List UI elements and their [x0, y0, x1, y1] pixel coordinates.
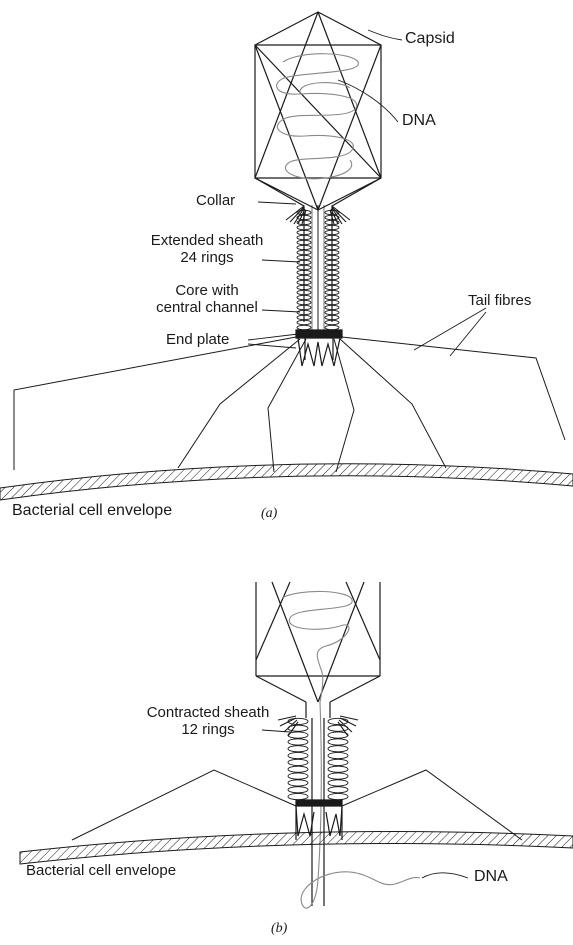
sheath-ring [328, 773, 348, 779]
label-capsid: Capsid [405, 30, 455, 48]
label-dna-b: DNA [474, 868, 508, 886]
sheath-ring [328, 739, 348, 745]
tail-fibres-a [14, 337, 565, 472]
caption-a: (a) [261, 506, 277, 522]
sheath-ring [328, 746, 348, 752]
sheath-ring [288, 787, 308, 793]
label-envelope-b: Bacterial cell envelope [26, 862, 176, 879]
sheath-ring [288, 793, 308, 799]
sheath-ring [288, 766, 308, 772]
label-core-line1: Core with [142, 282, 272, 299]
sheath-ring [328, 725, 348, 731]
label-contracted-sheath-line1: Contracted sheath [140, 704, 276, 721]
sheath-ring [288, 746, 308, 752]
label-extended-sheath-line2: 24 rings [142, 249, 272, 266]
label-contracted-sheath: Contracted sheath 12 rings [140, 704, 276, 738]
sheath-ring [325, 325, 339, 329]
sheath-ring [328, 752, 348, 758]
label-extended-sheath: Extended sheath 24 rings [142, 232, 272, 266]
label-core: Core with central channel [142, 282, 272, 316]
sheath-ring [328, 732, 348, 738]
label-tail-fibres: Tail fibres [468, 292, 531, 309]
dna-coil-a [277, 54, 359, 179]
sheath-ring [288, 773, 308, 779]
cell-envelope-b [20, 832, 573, 864]
label-dna-a: DNA [402, 112, 436, 130]
label-extended-sheath-line1: Extended sheath [142, 232, 272, 249]
dna-coil-b [282, 591, 352, 702]
neck-b [306, 702, 330, 718]
sheath-ring [328, 780, 348, 786]
caption-b: (b) [271, 921, 287, 937]
contracted-sheath-b [288, 718, 348, 799]
cell-envelope-a [0, 464, 573, 500]
sheath-ring [288, 718, 308, 724]
sheath-ring [328, 718, 348, 724]
sheath-ring [328, 787, 348, 793]
sheath-ring [297, 325, 311, 329]
sheath-ring [288, 725, 308, 731]
panel-a [0, 12, 573, 500]
sheath-ring [328, 793, 348, 799]
sheath-ring [288, 732, 308, 738]
end-plate-a [296, 330, 342, 366]
sheath-ring [328, 766, 348, 772]
sheath-ring [288, 752, 308, 758]
sheath-ring [288, 759, 308, 765]
panel-b [20, 582, 573, 908]
sheath-ring [288, 780, 308, 786]
label-end-plate: End plate [166, 331, 229, 348]
label-contracted-sheath-line2: 12 rings [140, 721, 276, 738]
sheath-ring [328, 759, 348, 765]
label-envelope-a: Bacterial cell envelope [12, 502, 172, 520]
capsid-b [256, 582, 380, 702]
leader-lines-b [262, 730, 468, 878]
sheath-ring [288, 739, 308, 745]
capsid-a [255, 12, 381, 210]
label-core-line2: central channel [142, 299, 272, 316]
extended-sheath-a [297, 205, 339, 332]
label-collar: Collar [196, 192, 235, 209]
